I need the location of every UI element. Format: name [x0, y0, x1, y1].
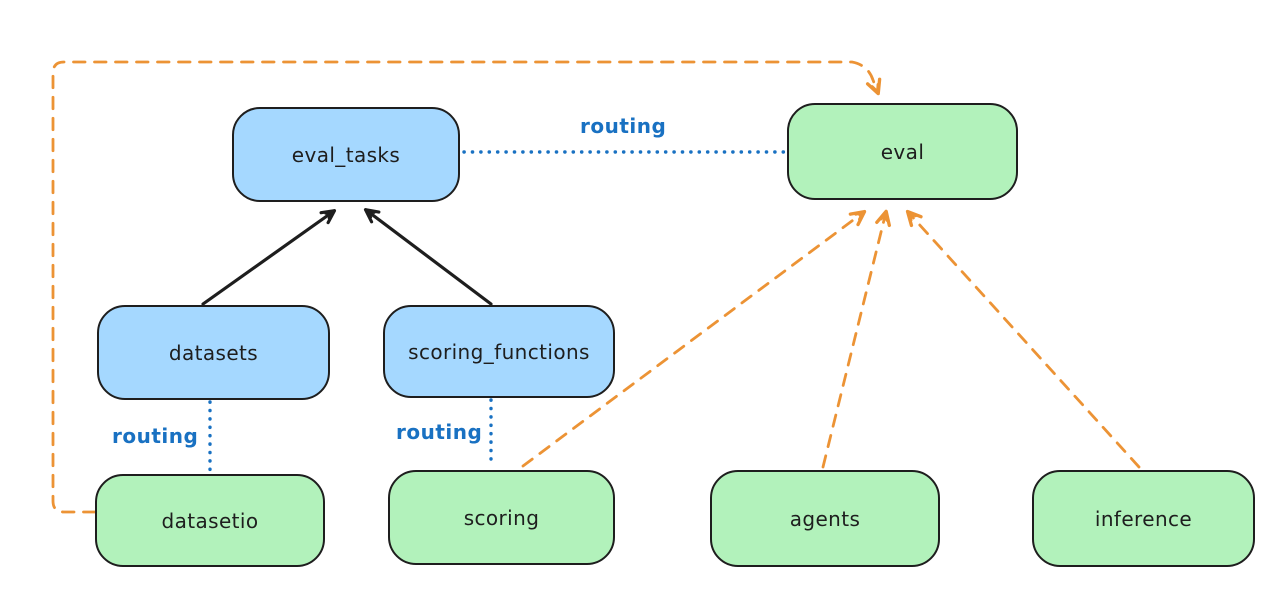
edge-datasets-to-eval-tasks: [201, 209, 337, 306]
edge-inference-to-eval: [905, 209, 1141, 469]
node-eval-tasks: eval_tasks: [232, 107, 460, 202]
routing-label-scoring-functions-scoring: routing: [396, 420, 483, 444]
node-agents-label: agents: [789, 506, 861, 531]
node-scoring-functions-label: scoring_functions: [408, 339, 590, 364]
node-inference-label: inference: [1094, 506, 1193, 531]
edge-datasetio-to-eval: [51, 60, 882, 514]
edge-scoring-to-eval: [521, 209, 867, 468]
node-scoring-functions: scoring_functions: [383, 305, 615, 398]
node-scoring-label: scoring: [463, 505, 540, 530]
node-datasets: datasets: [97, 305, 330, 400]
node-agents: agents: [710, 470, 940, 567]
node-eval: eval: [787, 103, 1018, 200]
node-datasetio-label: datasetio: [161, 508, 259, 533]
node-eval-tasks-label: eval_tasks: [291, 142, 401, 167]
node-inference: inference: [1032, 470, 1255, 567]
edge-scoring-functions-to-eval-tasks: [363, 208, 493, 306]
node-scoring: scoring: [388, 470, 615, 565]
routing-label-datasets-datasetio: routing: [112, 424, 199, 448]
edge-agents-to-eval: [821, 209, 891, 469]
routing-label-eval-tasks-eval: routing: [580, 114, 667, 138]
node-datasetio: datasetio: [95, 474, 325, 567]
node-eval-label: eval: [880, 139, 925, 164]
node-datasets-label: datasets: [168, 340, 259, 365]
